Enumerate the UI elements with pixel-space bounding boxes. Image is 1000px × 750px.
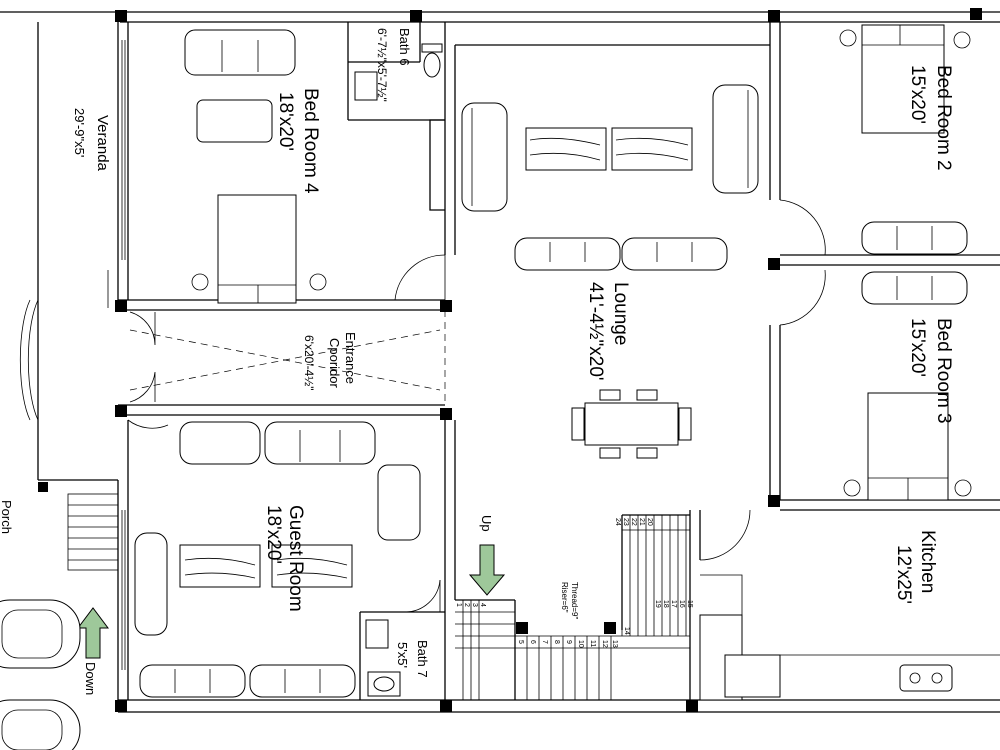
step-number: 7 (541, 640, 548, 644)
walls (0, 11, 1000, 713)
bed2-size: 15'x20' (907, 65, 928, 124)
bed3-size: 15'x20' (907, 318, 928, 377)
columns (38, 8, 982, 712)
bed2-name: Bed Room 2 (933, 65, 954, 171)
kitchen-fixtures (699, 574, 1000, 701)
room-labels: Veranda 29'-9"x5' Bed Room 4 18'x20' Bat… (0, 28, 954, 695)
bath7-size: 5'x5' (395, 642, 410, 668)
step-number: 18 (662, 600, 669, 608)
step-number: 24 (614, 518, 621, 526)
bed3-name: Bed Room 3 (933, 318, 954, 424)
step-number: 3 (471, 603, 478, 607)
porch-name: Porch (0, 500, 14, 534)
bed2-bed3-furniture (839, 24, 972, 501)
veranda-name: Veranda (94, 115, 111, 172)
bath6-name: Bath 6 (397, 28, 412, 66)
stairs (67, 493, 690, 700)
bed4-furniture (184, 29, 327, 304)
up-label: Up (479, 515, 494, 532)
lounge-name: Lounge (610, 282, 631, 345)
up-arrow-icon (468, 544, 506, 596)
bed4-name: Bed Room 4 (300, 88, 321, 194)
veranda-size: 29'-9"x5' (72, 108, 87, 157)
step-number: 9 (565, 640, 572, 644)
riser-label: Riser=6" (560, 582, 569, 613)
guest-furniture (134, 421, 421, 698)
step-number: 13 (611, 640, 618, 648)
down-arrow-icon (77, 607, 109, 659)
step-number: 15 (686, 600, 693, 608)
bath6-fixtures (354, 43, 443, 101)
step-number: 4 (479, 603, 486, 607)
bath7-name: Bath 7 (415, 640, 430, 678)
step-number: 2 (463, 603, 470, 607)
step-number: 16 (678, 600, 685, 608)
step-number: 6 (529, 640, 536, 644)
down-label: Down (83, 662, 98, 695)
guest-size: 18'x20' (263, 505, 284, 564)
step-number: 21 (638, 518, 645, 526)
step-number: 20 (646, 518, 653, 526)
kitchen-name: Kitchen (917, 530, 938, 593)
bed4-size: 18'x20' (275, 92, 296, 151)
step-number: 14 (623, 627, 630, 635)
entrance-size: 6'x20'-4½" (302, 335, 316, 391)
entrance-name: Entrance (343, 332, 358, 384)
step-number: 12 (601, 640, 608, 648)
step-number: 8 (553, 640, 560, 644)
thread-label: Thread=9" (570, 582, 579, 619)
step-number: 1 (455, 603, 462, 607)
bath6-size: 6'-7½"x5'-7½" (375, 28, 389, 102)
cars (0, 599, 81, 750)
bath7-fixtures (365, 619, 401, 697)
step-number: 5 (517, 640, 524, 644)
step-number: 10 (577, 640, 584, 648)
step-number: 23 (622, 518, 629, 526)
kitchen-size: 12'x25' (893, 545, 914, 604)
step-number: 22 (630, 518, 637, 526)
guest-name: Guest Room (285, 505, 306, 612)
step-number: 11 (589, 640, 596, 647)
step-number: 19 (654, 600, 661, 608)
stair-arrows (77, 544, 506, 659)
doors (19, 199, 826, 613)
step-number: 17 (670, 600, 677, 608)
lounge-size: 41'-4½"x20' (585, 282, 606, 381)
lounge-furniture (461, 84, 759, 459)
entrance-name2: Cporidor (327, 338, 342, 389)
